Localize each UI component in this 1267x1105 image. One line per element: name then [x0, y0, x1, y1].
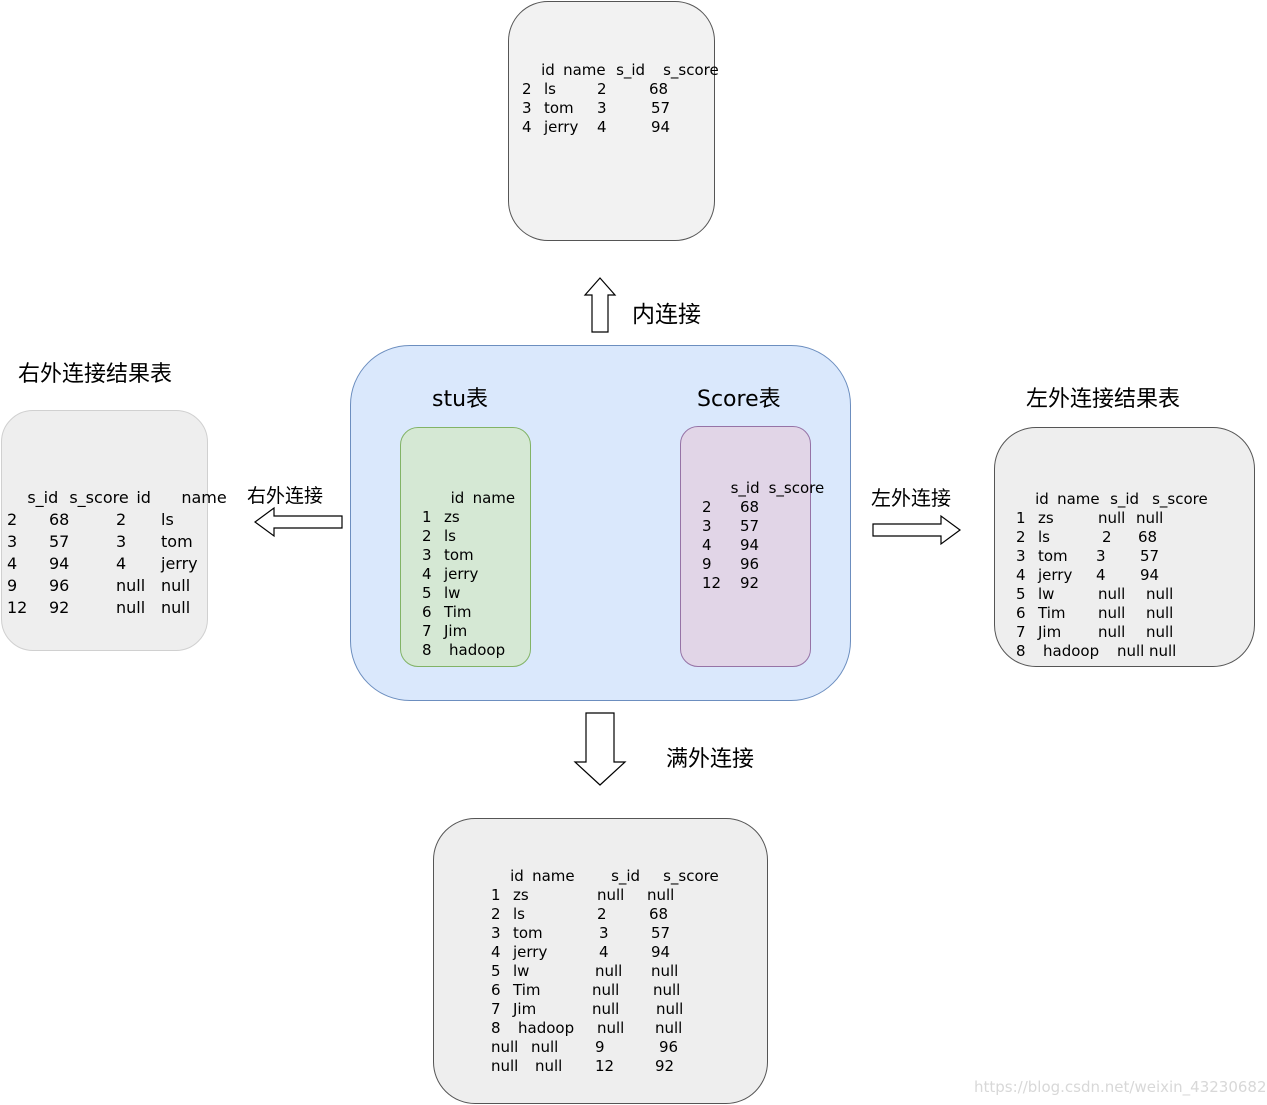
inner-join-arrow-icon	[583, 277, 617, 333]
left-join-label: 左外连接	[871, 486, 951, 510]
right-join-title: 右外连接结果表	[18, 362, 173, 387]
right-join-arrow-icon	[253, 506, 343, 538]
full-join-arrow-icon	[573, 712, 627, 786]
left-join-arrow-icon	[872, 514, 962, 546]
inner-join-label: 内连接	[632, 302, 701, 328]
stu-table-title: stu表	[432, 387, 489, 412]
full-join-label: 满外连接	[666, 747, 755, 772]
right-join-label: 右外连接	[247, 485, 324, 507]
watermark: https://blog.csdn.net/weixin_43230682	[974, 1078, 1267, 1096]
score-table-title: Score表	[697, 387, 781, 412]
left-join-title: 左外连接结果表	[1026, 387, 1181, 412]
